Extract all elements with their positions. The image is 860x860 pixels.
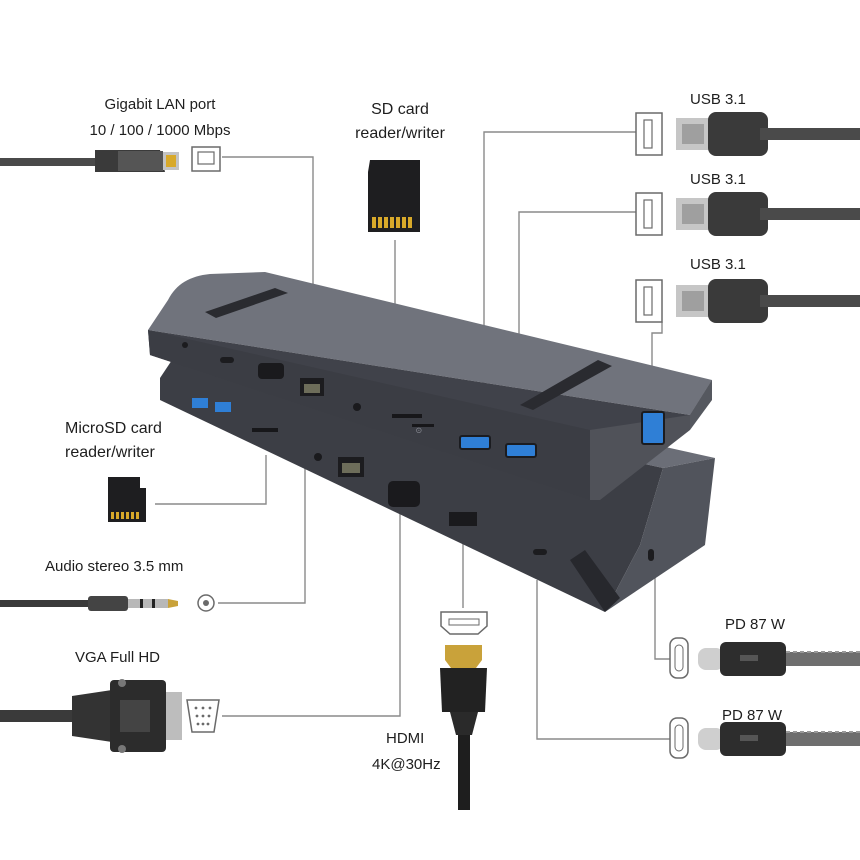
label-microsd-line2: reader/writer — [65, 444, 155, 461]
microsd-slot-dock — [412, 424, 434, 427]
lower-front-ports: ⊙ — [192, 398, 654, 561]
svg-text:⊙: ⊙ — [415, 425, 424, 435]
usb-a-plug-icon — [676, 112, 860, 323]
usb-a-port-dock — [505, 443, 537, 458]
upper-front-ports — [182, 342, 665, 458]
audio-jack-icon — [0, 596, 178, 611]
leader-vga — [222, 510, 401, 717]
dock-upper-unit — [148, 272, 712, 500]
label-hdmi-line2: 4K@30Hz — [372, 756, 441, 773]
label-usb-1: USB 3.1 — [690, 91, 746, 108]
audio-port-icon — [197, 594, 215, 612]
usb-a-port-side — [641, 411, 665, 445]
usb-c-plug-icon — [698, 642, 860, 756]
label-pd-2: PD 87 W — [722, 707, 783, 724]
hdmi-port-icon — [440, 611, 488, 635]
ethernet-plug-icon — [0, 150, 179, 172]
leader-pd1 — [654, 560, 670, 660]
label-usb-3: USB 3.1 — [690, 256, 746, 273]
usb-a-port-icon — [635, 112, 663, 323]
label-audio: Audio stereo 3.5 mm — [45, 558, 184, 575]
vga-plug-icon — [0, 679, 182, 753]
rubber-foot — [520, 360, 612, 410]
leader-lines — [155, 131, 670, 740]
leader-audio — [218, 465, 306, 604]
label-lan-line2: 10 / 100 / 1000 Mbps — [89, 122, 231, 139]
label-pd-1: PD 87 W — [725, 616, 786, 633]
sd-slot-dock — [392, 414, 422, 418]
leader-pd2 — [536, 580, 670, 740]
label-usb-2: USB 3.1 — [690, 171, 746, 188]
usb-a-port-dock — [459, 435, 491, 450]
label-vga: VGA Full HD — [75, 649, 161, 666]
rj45-port-icon — [191, 146, 221, 172]
label-hdmi-line1: HDMI — [386, 730, 425, 747]
rubber-foot — [205, 288, 288, 318]
label-microsd-line1: MicroSD card — [65, 420, 162, 437]
vga-port-dock — [258, 363, 284, 379]
audio-port-dock — [353, 403, 361, 411]
sd-card-icon — [368, 160, 420, 232]
label-lan-line1: Gigabit LAN port — [104, 96, 216, 113]
usb-c-port — [220, 357, 234, 363]
vga-port-icon — [186, 699, 220, 733]
usb-c-port-icon — [669, 637, 689, 759]
hdmi-plug-icon — [440, 645, 487, 810]
label-sd-line2: reader/writer — [355, 125, 445, 142]
microsd-card-icon — [108, 477, 146, 522]
leader-microsd — [155, 455, 267, 505]
label-sd-line1: SD card — [371, 101, 429, 118]
